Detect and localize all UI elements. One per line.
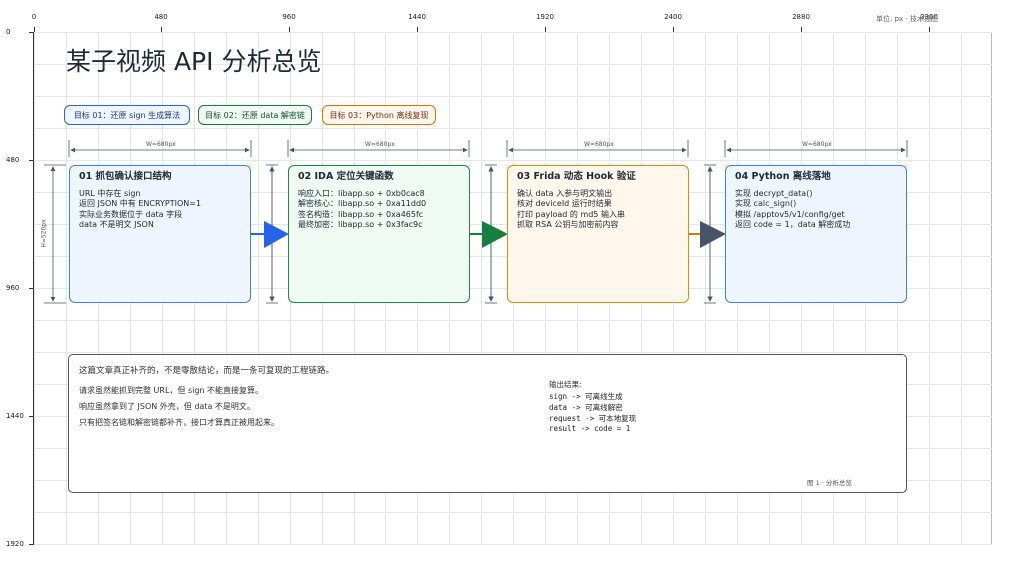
- x-tick-mark: [929, 27, 930, 32]
- x-tick-label: 480: [154, 13, 168, 21]
- y-tick-mark: [29, 416, 34, 417]
- x-tick-mark: [801, 27, 802, 32]
- x-tick-mark: [673, 27, 674, 32]
- output-line: request -> 可本地复现: [549, 414, 637, 423]
- y-tick-label: 480: [6, 156, 20, 164]
- step-card-line: 最终加密：libapp.so + 0x3fac9c: [298, 220, 423, 229]
- step-card-line: 抓取 RSA 公钥与加密前内容: [517, 220, 619, 229]
- width-dimension-2: [287, 140, 470, 157]
- y-tick-mark: [29, 544, 34, 545]
- step-card-title: 02 IDA 定位关键函数: [298, 171, 394, 182]
- flow-arrow-orange: [688, 221, 726, 248]
- width-label-2: W=680px: [365, 141, 395, 148]
- grid-line-horizontal: [34, 544, 992, 545]
- output-title: 输出结果:: [549, 380, 582, 389]
- x-tick-mark: [417, 27, 418, 32]
- goal-pill-2: 目标 02：还原 data 解密链: [198, 105, 312, 125]
- x-tick-mark: [545, 27, 546, 32]
- step-card-line: 打印 payload 的 md5 输入串: [517, 209, 625, 219]
- width-dimension-4: [724, 140, 908, 157]
- step-card-title: 03 Frida 动态 Hook 验证: [517, 171, 636, 182]
- x-tick-mark: [34, 27, 35, 32]
- x-tick-label: 0: [31, 13, 37, 21]
- summary-line: 只有把签名链和解密链都补齐，接口才算真正被用起来。: [79, 418, 279, 427]
- step-card-line: 模拟 /apptov5/v1/config/get: [735, 209, 845, 219]
- grid-line-horizontal: [34, 64, 992, 65]
- flow-arrow-blue: [251, 221, 289, 248]
- output-line: data -> 可离线解密: [549, 403, 623, 412]
- step-card-line: 解密核心：libapp.so + 0xa11dd0: [298, 199, 427, 208]
- y-tick-mark: [29, 32, 34, 33]
- output-line: result -> code = 1: [549, 424, 631, 433]
- y-tick-mark: [29, 160, 34, 161]
- x-tick-mark: [289, 27, 290, 32]
- y-tick-label: 960: [6, 284, 20, 292]
- y-tick-mark: [29, 288, 34, 289]
- height-label: H=520px: [40, 219, 48, 248]
- width-dimension-3: [506, 140, 689, 157]
- step-card-title: 04 Python 离线落地: [735, 171, 831, 182]
- x-tick-label: 2880: [792, 13, 810, 21]
- grid-line-horizontal: [34, 320, 992, 321]
- summary-line: 响应虽然拿到了 JSON 外壳，但 data 不是明文。: [79, 402, 255, 411]
- y-tick-label: 0: [6, 28, 11, 36]
- summary-line: 请求虽然能抓到完整 URL，但 sign 不能直接复算。: [79, 386, 264, 395]
- step-card-title: 01 抓包确认接口结构: [79, 171, 172, 182]
- step-card-line: 实际业务数据位于 data 字段: [79, 209, 183, 219]
- step-card-3: 03 Frida 动态 Hook 验证 确认 data 入参与明文输出 核对 d…: [507, 165, 689, 303]
- step-card-2: 02 IDA 定位关键函数 响应入口：libapp.so + 0xb0cac8 …: [288, 165, 470, 303]
- summary-heading: 这篇文章真正补齐的，不是零散结论，而是一条可复现的工程链路。: [79, 366, 335, 376]
- step-card-line: 响应入口：libapp.so + 0xb0cac8: [298, 188, 425, 198]
- unit-label: 单位: px · 技术插图: [876, 15, 938, 23]
- step-card-line: data 不是明文 JSON: [79, 220, 154, 229]
- width-label-4: W=680px: [802, 141, 832, 148]
- x-tick-label: 1440: [408, 13, 426, 21]
- grid-line-horizontal: [34, 512, 992, 513]
- x-tick-mark: [161, 27, 162, 32]
- y-tick-label: 1440: [6, 412, 24, 420]
- step-card-line: 核对 deviceId 运行时结果: [517, 199, 612, 208]
- y-tick-label: 1920: [6, 540, 24, 548]
- step-card-line: 返回 code = 1，data 解密成功: [735, 220, 851, 229]
- width-dimension-1: [68, 140, 252, 157]
- step-card-line: 返回 JSON 中有 ENCRYPTION=1: [79, 199, 202, 208]
- step-card-4: 04 Python 离线落地 实现 decrypt_data() 实现 calc…: [725, 165, 907, 303]
- flow-arrow-green: [469, 221, 508, 248]
- grid-line-horizontal: [34, 352, 992, 353]
- grid-line-horizontal: [34, 96, 992, 97]
- goal-pill-1: 目标 01：还原 sign 生成算法: [64, 105, 190, 125]
- width-label-3: W=680px: [584, 141, 614, 148]
- width-label-1: W=680px: [146, 141, 176, 148]
- step-card-line: 签名构造：libapp.so + 0xa465fc: [298, 209, 424, 219]
- grid-line-horizontal: [34, 160, 992, 161]
- step-card-line: 实现 calc_sign(): [735, 199, 797, 208]
- x-tick-label: 3360: [920, 13, 938, 21]
- page-title: 某子视频 API 分析总览: [66, 47, 322, 76]
- x-tick-label: 960: [282, 13, 296, 21]
- step-card-line: URL 中存在 sign: [79, 188, 141, 198]
- output-line: sign -> 可离线生成: [549, 392, 623, 401]
- summary-box: 这篇文章真正补齐的，不是零散结论，而是一条可复现的工程链路。 请求虽然能抓到完整…: [68, 354, 907, 493]
- figure-caption: 图 1 · 分析总览: [807, 479, 852, 487]
- step-card-line: 实现 decrypt_data(): [735, 188, 813, 198]
- step-card-line: 确认 data 入参与明文输出: [517, 188, 613, 198]
- x-tick-label: 2400: [664, 13, 682, 21]
- goal-pill-3: 目标 03：Python 离线复现: [322, 105, 436, 125]
- x-tick-label: 1920: [536, 13, 554, 21]
- grid-line-horizontal: [34, 32, 992, 33]
- height-dimension: [44, 164, 66, 304]
- step-card-1: 01 抓包确认接口结构 URL 中存在 sign 返回 JSON 中有 ENCR…: [69, 165, 251, 303]
- grid-line-horizontal: [34, 128, 992, 129]
